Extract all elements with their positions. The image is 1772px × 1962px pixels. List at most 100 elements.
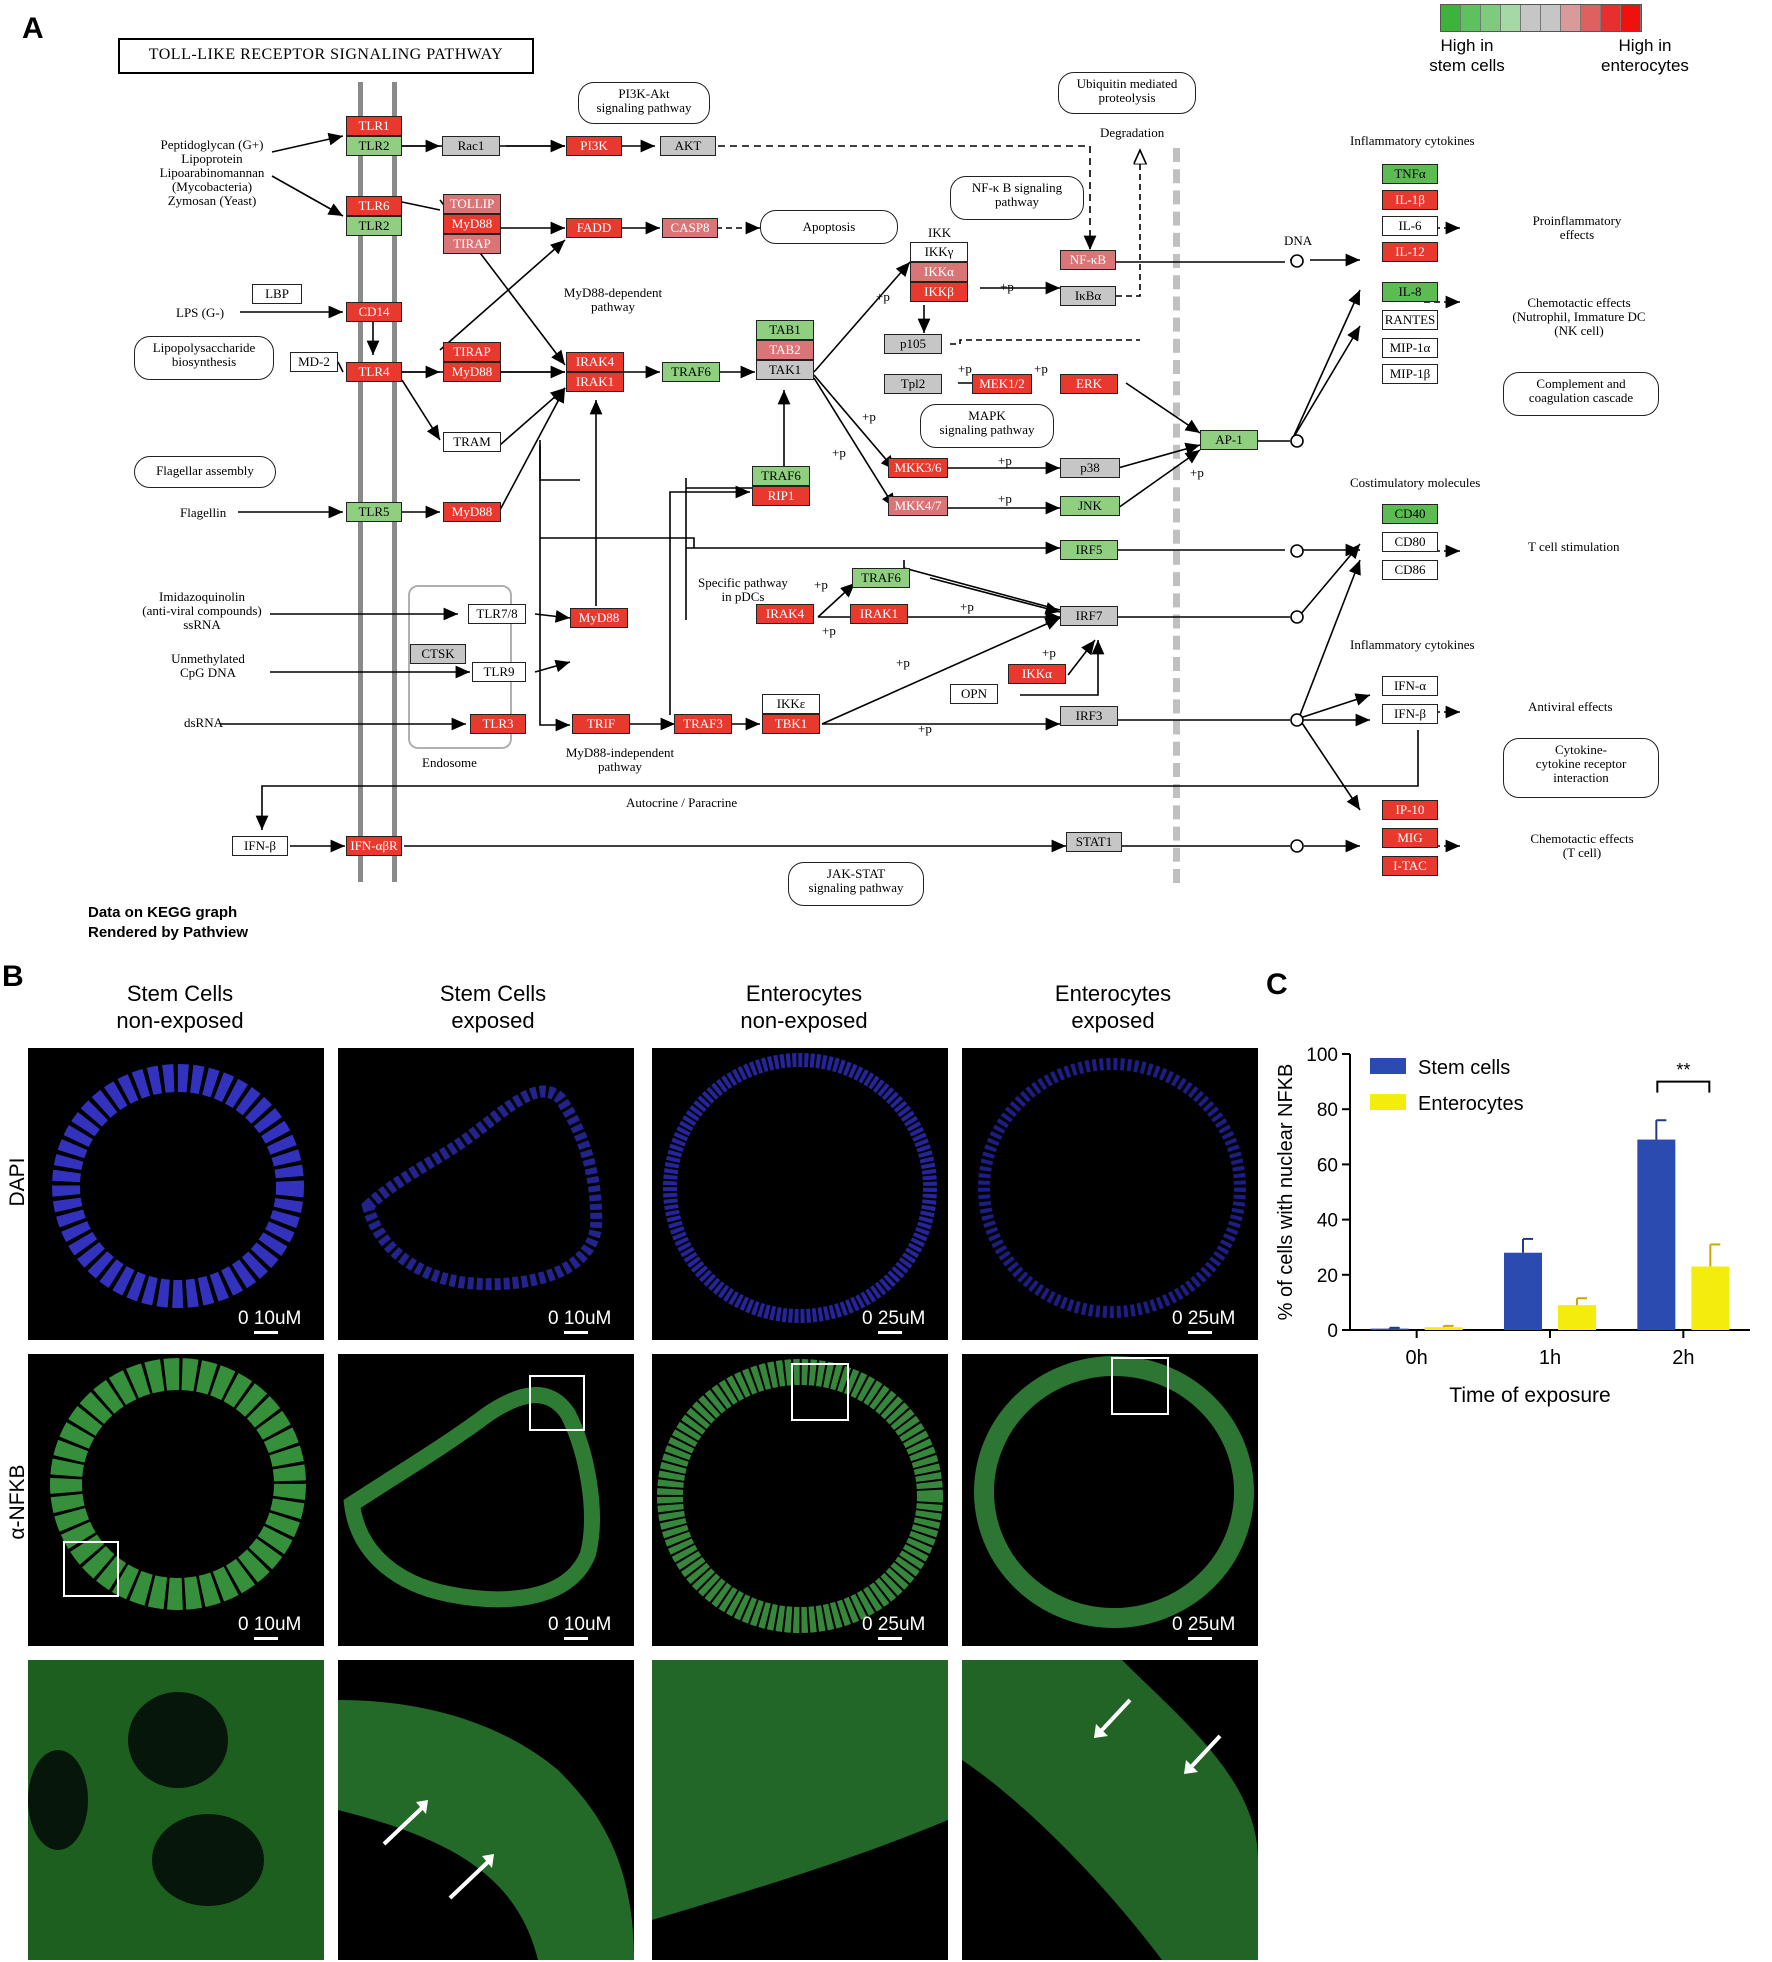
flagellin-label: Flagellin — [180, 506, 226, 520]
x-tick-label: 0h — [1406, 1347, 1428, 1369]
gene-cd14: CD14 — [346, 302, 402, 322]
mapk-pathway-oval: MAPK signaling pathway — [920, 404, 1054, 448]
legend-label: Enterocytes — [1418, 1093, 1524, 1115]
gene-il12: IL-12 — [1382, 242, 1438, 262]
phospho-label: +p — [960, 600, 974, 614]
dapi-image-stem-nonexposed — [28, 1048, 324, 1340]
scale-bar-label: 0 10uM — [548, 1614, 611, 1636]
phospho-label: +p — [876, 290, 890, 304]
imidazoquinolin-label: Imidazoquinolin (anti-viral compounds) s… — [128, 590, 276, 632]
gene-mig: MIG — [1382, 828, 1438, 848]
x-tick-label: 2h — [1672, 1347, 1694, 1369]
bar — [1371, 1329, 1409, 1330]
legend-swatch — [1370, 1058, 1406, 1074]
inflammatory-cytokines-label-2: Inflammatory cytokines — [1350, 638, 1475, 652]
cytokine-receptor-oval: Cytokine- cytokine receptor interaction — [1503, 738, 1659, 798]
gene-opn: OPN — [950, 684, 998, 704]
gene-itac: I-TAC — [1382, 856, 1438, 876]
y-tick-label: 80 — [1317, 1100, 1338, 1121]
phospho-label: +p — [1042, 646, 1056, 660]
scale-bar-line — [1188, 1637, 1212, 1640]
gene-rip1: RIP1 — [752, 486, 810, 506]
gene-irak4: IRAK4 — [566, 352, 624, 372]
gene-tbk1: TBK1 — [762, 714, 820, 734]
gene-tlr3: TLR3 — [470, 714, 526, 734]
x-tick-label: 1h — [1539, 1347, 1561, 1369]
pdcs-label: Specific pathway in pDCs — [688, 576, 798, 604]
gene-myd88c: MyD88 — [443, 502, 501, 522]
complement-oval: Complement and coagulation cascade — [1503, 372, 1659, 416]
gene-p38: p38 — [1060, 458, 1120, 478]
phospho-label: +p — [1190, 466, 1204, 480]
gene-tpl2: Tpl2 — [884, 374, 942, 394]
phospho-label: +p — [958, 362, 972, 376]
lps-biosynthesis-oval: Lipopolysaccharide biosynthesis — [134, 336, 274, 380]
gene-ctsk: CTSK — [410, 644, 466, 664]
gene-traf6c: TRAF6 — [852, 568, 910, 588]
gene-p105: p105 — [884, 334, 942, 354]
phospho-label: +p — [1000, 280, 1014, 294]
myd88-independent-label: MyD88-independent pathway — [552, 746, 688, 774]
scale-bar-line — [564, 1331, 588, 1334]
gene-lbp: LBP — [252, 284, 302, 304]
autocrine-label: Autocrine / Paracrine — [626, 796, 737, 810]
y-tick-label: 0 — [1327, 1321, 1338, 1342]
gene-mip1a: MIP-1α — [1382, 338, 1438, 358]
dapi-image-entero-exposed — [962, 1048, 1258, 1340]
gene-ifnb2: IFN-β — [1382, 704, 1438, 724]
nfkb-image-stem-nonexposed — [28, 1354, 324, 1646]
gene-ikka: IKKα — [910, 262, 968, 282]
gene-rantes: RANTES — [1382, 310, 1438, 330]
gene-tlr1: TLR1 — [346, 116, 402, 136]
nfkb-image-stem-exposed — [338, 1354, 634, 1646]
inflammatory-cytokines-label-1: Inflammatory cytokines — [1350, 134, 1475, 148]
row-label-dapi: DAPI — [6, 1152, 30, 1212]
gene-mip1b: MIP-1β — [1382, 364, 1438, 384]
gene-il6: IL-6 — [1382, 216, 1438, 236]
column-title-entero-nonexposed: Enterocytes non-exposed — [654, 980, 954, 1034]
phospho-label: +p — [896, 656, 910, 670]
lps-label: LPS (G-) — [176, 306, 224, 320]
gene-akt: AKT — [660, 136, 716, 156]
panel-letter-b: B — [2, 960, 24, 994]
panel-letter-c: C — [1266, 968, 1288, 1002]
gene-ikkg: IKKγ — [910, 242, 968, 262]
zoom-image-stem-nonexposed — [28, 1660, 324, 1960]
phospho-label: +p — [822, 624, 836, 638]
gene-tlr9: TLR9 — [472, 662, 526, 682]
gene-myd88b: MyD88 — [443, 362, 501, 382]
gene-tak1: TAK1 — [756, 360, 814, 380]
scale-bar-line — [254, 1637, 278, 1640]
flagellar-assembly-oval: Flagellar assembly — [134, 456, 276, 488]
pgn-label: Peptidoglycan (G+) Lipoprotein Lipoarabi… — [138, 138, 286, 208]
gene-tollip: TOLLIP — [443, 194, 501, 214]
y-tick-label: 100 — [1306, 1045, 1338, 1066]
chemotactic-label-2: Chemotactic effects (T cell) — [1512, 832, 1652, 860]
column-title-entero-exposed: Enterocytes exposed — [963, 980, 1263, 1034]
scale-bar-label: 0 10uM — [238, 1614, 301, 1636]
x-axis-label: Time of exposure — [1449, 1384, 1610, 1407]
scale-bar-line — [1188, 1331, 1212, 1334]
gene-erk: ERK — [1060, 374, 1118, 394]
nfkb-image-entero-nonexposed — [652, 1354, 948, 1646]
myd88-dependent-label: MyD88-dependent pathway — [548, 286, 678, 314]
gene-mkk36: MKK3/6 — [888, 458, 948, 478]
zoom-image-entero-exposed — [962, 1660, 1258, 1960]
apoptosis-oval: Apoptosis — [760, 210, 898, 244]
legend-label: Stem cells — [1418, 1057, 1510, 1079]
kegg-footer-1: Data on KEGG graph — [88, 904, 237, 921]
gene-ifnb1: IFN-β — [232, 836, 288, 856]
gene-stat1: STAT1 — [1066, 832, 1122, 852]
scale-bar-line — [564, 1637, 588, 1640]
gene-cd40: CD40 — [1382, 504, 1438, 524]
kegg-footer-2: Rendered by Pathview — [88, 924, 248, 941]
gene-ikke: IKKε — [762, 694, 820, 714]
gene-ap1: AP-1 — [1200, 430, 1258, 450]
gene-il1b: IL-1β — [1382, 190, 1438, 210]
y-tick-label: 60 — [1317, 1155, 1338, 1176]
scale-bar-label: 0 10uM — [548, 1308, 611, 1330]
gene-traf6b: TRAF6 — [752, 466, 810, 486]
nfkb-image-entero-exposed — [962, 1354, 1258, 1646]
legend-swatch — [1370, 1094, 1406, 1110]
